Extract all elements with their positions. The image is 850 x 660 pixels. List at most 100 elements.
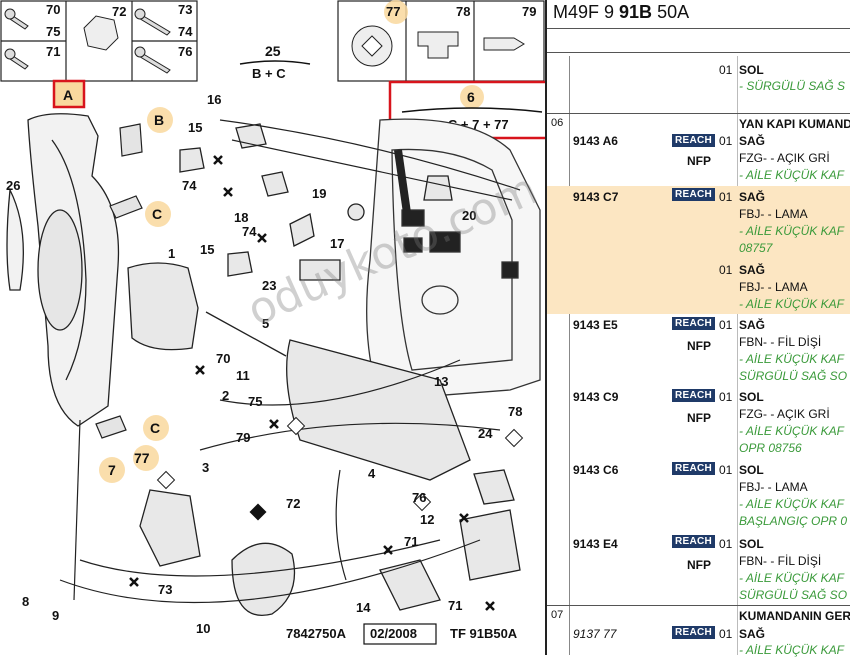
nfp-label: NFP [687,411,711,425]
side: SOL [739,537,764,551]
exploded-view: 70 75 71 72 73 74 76 77 78 79 25 B + C 6… [0,0,554,645]
row-num: 07 [551,609,564,621]
reach-badge: REACH [672,626,716,639]
svg-text:15: 15 [188,120,202,135]
outer-handle-10 [231,542,296,616]
svg-text:12: 12 [420,512,434,527]
qty: 01 [719,463,733,477]
diagram-footer: 7842750A 02/2008 TF 91B50A [286,623,518,645]
col-divider-1 [569,56,570,655]
desc: FZG- - AÇIK GRİ [739,407,830,421]
side: SOL [739,390,764,404]
desc: FBN- - FİL DİŞİ [739,335,822,349]
svg-text:15: 15 [200,242,214,257]
row-divider [547,605,850,606]
desc: FBJ- - LAMA [739,280,808,294]
pillar-trim-panel [6,113,120,427]
plate-18 [261,171,289,197]
svg-text:1: 1 [168,246,175,261]
svg-text:71: 71 [404,534,418,549]
callout-c-1: C [152,206,162,222]
plate-23 [299,259,341,281]
svg-text:13: 13 [434,374,448,389]
buffer-15 [179,147,205,173]
note: - AİLE KÜÇÜK KAF [739,643,844,657]
svg-text:19: 19 [312,186,326,201]
hinge-7 [139,489,201,567]
callout-77: 77 [134,450,150,466]
reach-badge: REACH [672,389,716,402]
svg-text:18: 18 [234,210,248,225]
bumper-17 [289,213,315,247]
group-title: KUMANDANIN GER [739,609,850,623]
plug-19 [347,203,365,221]
reach-badge: REACH [672,535,716,548]
note: - AİLE KÜÇÜK KAF [739,168,844,182]
guide-20 [423,175,453,201]
note: SÜRGÜLÜ SAĞ SO [739,369,848,383]
row-divider [547,113,850,114]
side: SOL [739,63,764,77]
label-70: 70 [46,2,60,17]
nfp-label: NFP [687,154,711,168]
reach-badge: REACH [672,317,716,330]
note: - AİLE KÜÇÜK KAF [739,571,844,585]
part-ref[interactable]: 9137 77 [573,627,617,641]
note: BAŞLANGIÇ OPR 0 [739,514,848,528]
part-ref[interactable]: 9143 A6 [573,134,618,148]
svg-text:5: 5 [262,316,269,331]
catalog-header: M49F 9 91B 50A [547,0,850,29]
buffer-15b [227,251,253,277]
part-ref[interactable]: 9143 E5 [573,318,618,332]
svg-text:76: 76 [412,490,426,505]
svg-text:72: 72 [286,496,300,511]
row-9143-c7-highlight [547,186,850,314]
label-77: 77 [386,4,400,19]
svg-text:26: 26 [6,178,20,193]
side: SAĞ [739,627,766,641]
group-25-label: 25 B + C [239,43,311,81]
svg-text:74: 74 [182,178,197,193]
svg-text:20: 20 [462,208,476,223]
door-frame [366,118,541,401]
reach-badge: REACH [672,188,716,201]
fastener-inset-left [0,0,198,82]
svg-text:17: 17 [330,236,344,251]
side: SAĞ [739,134,766,148]
svg-text:78: 78 [508,404,522,419]
side: SOL [739,463,764,477]
label-71: 71 [46,44,60,59]
part-ref[interactable]: 9143 C7 [573,190,619,204]
note: OPR 08756 [739,441,802,455]
desc: FZG- - AÇIK GRİ [739,151,830,165]
parts-list-panel: M49F 9 91B 50A 01 SOL - SÜRGÜLÜ SAĞ S 06… [545,0,850,657]
side: SAĞ [739,318,766,332]
bracket-12 [459,509,521,581]
qty: 01 [719,537,733,551]
svg-text:71: 71 [448,598,462,613]
qty: 01 [719,263,733,277]
svg-text:73: 73 [158,582,172,597]
label-73: 73 [178,2,192,17]
bracket-14 [379,559,441,611]
footer-ref: 7842750A [286,626,347,641]
callout-c-2: C [150,420,160,436]
note: - AİLE KÜÇÜK KAF [739,424,844,438]
parts-diagram: 70 75 71 72 73 74 76 77 78 79 25 B + C 6… [0,0,554,645]
note: SÜRGÜLÜ SAĞ SO [739,588,848,602]
svg-text:16: 16 [207,92,221,107]
label-72: 72 [112,4,126,19]
part-ref[interactable]: 9143 C9 [573,390,619,404]
part-ref[interactable]: 9143 E4 [573,537,618,551]
catalog-code: M49F 9 91B 50A [553,2,690,22]
svg-text:B + C: B + C [252,66,286,81]
label-79: 79 [522,4,536,19]
part-ref[interactable]: 9143 C6 [573,463,619,477]
svg-text:11: 11 [236,368,250,383]
footer-date: 02/2008 [370,626,417,641]
label-78: 78 [456,4,470,19]
row-num: 06 [551,117,564,129]
svg-text:14: 14 [356,600,371,615]
col-divider-2 [737,56,738,655]
module-24 [473,469,515,505]
